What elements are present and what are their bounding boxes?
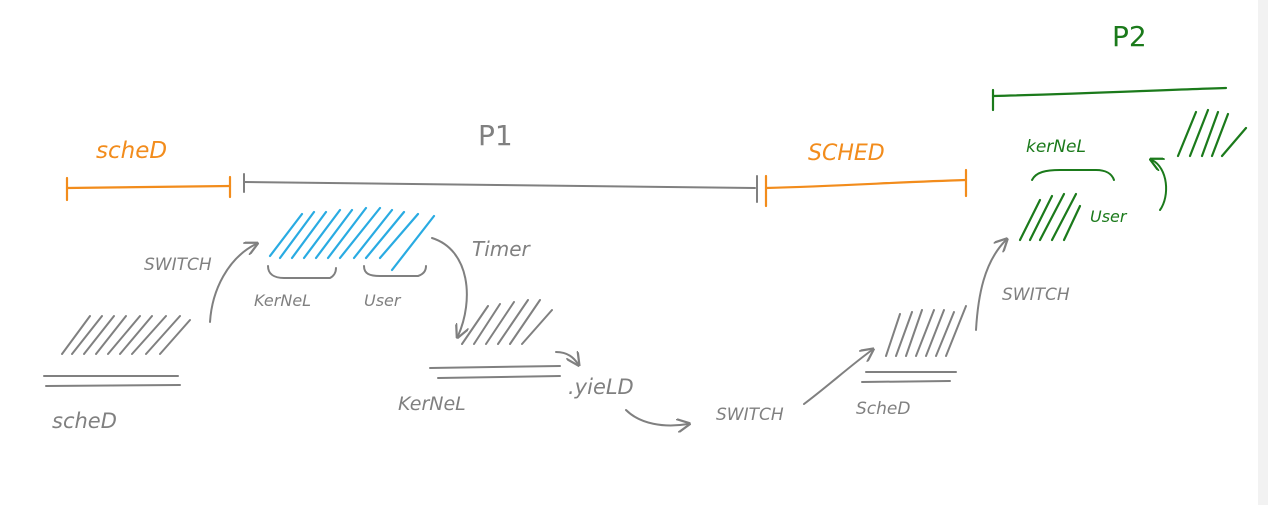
label-user-1: User — [364, 291, 402, 310]
arrow-p2-user — [1152, 160, 1168, 211]
scrollbar-strip[interactable] — [1258, 0, 1268, 505]
label-p1: P1 — [478, 119, 513, 152]
arrow-switch-sched — [803, 350, 872, 405]
timeline-p2 — [991, 86, 1228, 112]
label-kernel-2: KerNeL — [398, 393, 466, 415]
p2-kernel-block — [1018, 192, 1082, 242]
timeline-sched-mid — [764, 168, 968, 208]
arrow-to-yield — [555, 352, 578, 364]
label-kernel-p2: kerNeL — [1026, 137, 1086, 157]
label-sched-bottom: scheD — [52, 409, 117, 433]
brace-kernel-p2 — [1031, 169, 1115, 181]
label-user-p2: User — [1090, 207, 1128, 226]
timeline-sched-left — [65, 175, 232, 202]
timeline-p1 — [243, 173, 758, 203]
label-kernel-1: KerNeL — [254, 291, 311, 310]
label-sched-2: ScheD — [856, 399, 910, 419]
arrow-yield-switch — [625, 409, 688, 425]
p1-blue-block — [268, 206, 436, 272]
kernel-block-mid — [429, 299, 561, 379]
arrow-switch-3 — [975, 240, 1006, 331]
label-switch-1: SWITCH — [144, 255, 212, 275]
label-p2: P2 — [1112, 20, 1147, 53]
arrow-timer — [431, 237, 467, 336]
sched-block-right — [861, 305, 967, 383]
p2-user-block — [1176, 108, 1248, 158]
label-yield: .yieLD — [568, 375, 634, 399]
label-sched-mid: SCHED — [808, 141, 885, 166]
label-switch-2: SWITCH — [716, 405, 784, 425]
arrow-switch-1 — [209, 244, 256, 323]
brace-kernel-user — [267, 265, 427, 279]
label-switch-3: SWITCH — [1002, 285, 1070, 305]
label-timer: Timer — [472, 237, 532, 261]
label-sched-left: scheD — [96, 138, 167, 164]
sched-block-left — [43, 315, 191, 387]
